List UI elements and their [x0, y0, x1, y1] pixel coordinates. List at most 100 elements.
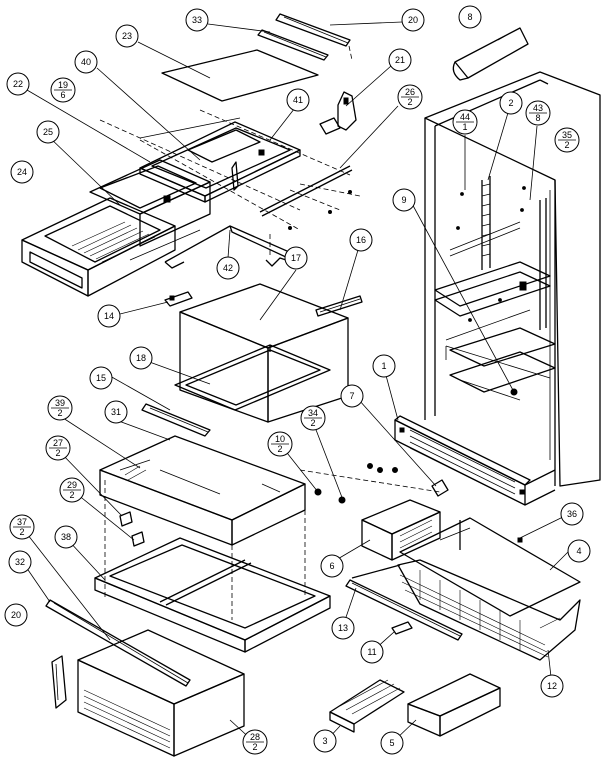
svg-text:20: 20	[408, 15, 418, 25]
callout-17: 17	[284, 246, 308, 270]
callout-42: 42	[216, 256, 240, 280]
svg-text:35: 35	[562, 130, 572, 140]
svg-text:19: 19	[58, 80, 68, 90]
svg-text:3: 3	[322, 736, 327, 746]
callout-1: 1	[372, 354, 396, 378]
callout-41: 41	[286, 88, 310, 112]
svg-text:13: 13	[338, 623, 348, 633]
slide-rail-13	[345, 564, 463, 641]
svg-text:42: 42	[223, 263, 233, 273]
fan-housing-6	[361, 499, 441, 561]
mounting-lines-top	[99, 109, 352, 231]
shelf-frame-18	[174, 344, 331, 411]
svg-text:9: 9	[401, 195, 406, 205]
callout-35-2: 352	[554, 127, 580, 153]
callout-8: 8	[458, 5, 482, 29]
ice-tray-3	[329, 679, 405, 733]
svg-text:20: 20	[11, 610, 21, 620]
wire-basket-12	[397, 559, 581, 661]
callout-26-2: 262	[397, 84, 423, 110]
callout-16: 16	[349, 228, 373, 252]
svg-text:43: 43	[533, 103, 543, 113]
glass-shelf-39	[124, 465, 147, 481]
callout-34-2: 342	[300, 405, 326, 431]
svg-text:6: 6	[329, 561, 334, 571]
rail-20-bottom	[51, 655, 67, 709]
rail-33	[257, 29, 329, 61]
callout-2: 2	[499, 91, 523, 115]
svg-text:2: 2	[508, 98, 513, 108]
strip-15	[141, 403, 211, 437]
svg-text:14: 14	[104, 311, 114, 321]
clip-11	[391, 621, 413, 635]
callout-38: 38	[54, 525, 78, 549]
callout-21: 21	[388, 48, 412, 72]
shelf-frame-41	[139, 117, 301, 203]
svg-text:2: 2	[55, 448, 60, 458]
bracket-21	[319, 91, 357, 135]
strip-26	[259, 165, 361, 217]
svg-text:22: 22	[13, 79, 23, 89]
callout-22: 22	[6, 72, 30, 96]
crisper-frame-38	[94, 480, 331, 653]
refrigerator-cabinet	[394, 71, 601, 506]
ladder-rail-2	[481, 176, 491, 270]
svg-text:16: 16	[356, 235, 366, 245]
svg-text:39: 39	[55, 398, 65, 408]
callout-20-bottom: 20	[4, 603, 28, 627]
svg-text:2: 2	[69, 490, 74, 500]
callout-43-8: 438	[525, 100, 551, 126]
callout-6: 6	[320, 554, 344, 578]
svg-text:1: 1	[381, 361, 386, 371]
svg-text:2: 2	[310, 418, 315, 428]
svg-text:24: 24	[17, 167, 27, 177]
svg-text:4: 4	[576, 546, 581, 556]
rail-16	[315, 295, 363, 317]
svg-text:33: 33	[192, 15, 202, 25]
svg-text:10: 10	[275, 434, 285, 444]
svg-text:40: 40	[81, 57, 91, 67]
svg-text:2: 2	[407, 97, 412, 107]
callout-15: 15	[89, 366, 113, 390]
callout-33: 33	[185, 8, 209, 32]
svg-text:8: 8	[467, 12, 472, 22]
callout-36: 36	[560, 502, 584, 526]
svg-text:2: 2	[252, 742, 257, 752]
svg-text:12: 12	[547, 681, 557, 691]
svg-text:44: 44	[460, 112, 470, 122]
svg-text:15: 15	[96, 373, 106, 383]
svg-text:17: 17	[291, 253, 301, 263]
svg-text:6: 6	[60, 90, 65, 100]
callout-3: 3	[313, 729, 337, 753]
callout-4: 4	[567, 539, 591, 563]
svg-text:2: 2	[19, 527, 24, 537]
callout-20: 20	[401, 8, 425, 32]
callout-11: 11	[360, 640, 384, 664]
svg-text:8: 8	[535, 113, 540, 123]
clip-14	[164, 291, 193, 307]
fan-screws-10-34	[299, 463, 449, 504]
callout-23: 23	[115, 24, 139, 48]
svg-text:26: 26	[405, 87, 415, 97]
svg-text:7: 7	[349, 391, 354, 401]
callout-31: 31	[104, 400, 128, 424]
svg-text:2: 2	[57, 408, 62, 418]
crisper-drawer-24	[21, 197, 176, 297]
callout-29-2: 292	[59, 477, 85, 503]
door-bin-8	[452, 27, 529, 81]
rail-20-top	[275, 13, 353, 61]
bracket-27-29	[119, 511, 145, 547]
svg-text:2: 2	[564, 140, 569, 150]
crisper-drawer-28	[77, 629, 245, 757]
svg-text:11: 11	[367, 647, 376, 657]
freezer-tray-4	[399, 517, 581, 617]
svg-text:28: 28	[250, 732, 260, 742]
callout-39-2: 392	[47, 395, 73, 421]
svg-text:31: 31	[111, 407, 121, 417]
callout-25: 25	[36, 120, 60, 144]
svg-text:2: 2	[277, 444, 282, 454]
callout-19-6: 196	[50, 77, 76, 103]
callout-10-2: 102	[267, 431, 293, 457]
callout-24: 24	[10, 160, 34, 184]
callout-13: 13	[331, 616, 355, 640]
